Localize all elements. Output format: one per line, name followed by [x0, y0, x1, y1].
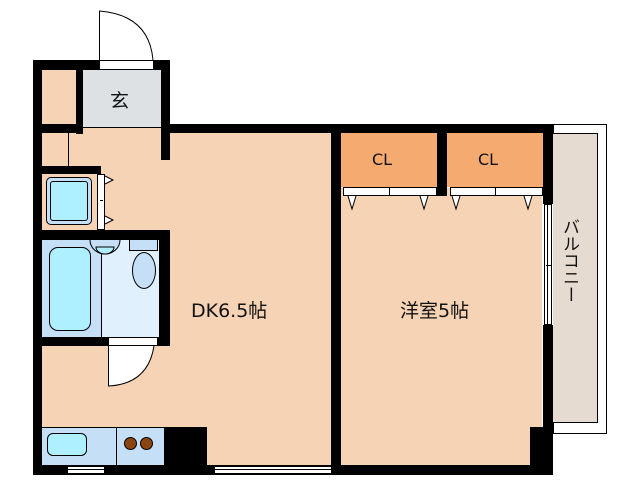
stove-burner-icon: [140, 437, 153, 450]
washer-door-marker-icon: [104, 175, 115, 225]
wall-storage-bottom: [33, 124, 83, 133]
kitchen-window[interactable]: [68, 466, 104, 474]
dk-window[interactable]: [215, 466, 331, 474]
entrance-step-line: [83, 127, 161, 128]
closet-door-markers-icon: [347, 195, 533, 211]
closet-1-floor: [341, 133, 437, 187]
wash-basin-icon: [89, 239, 121, 255]
closet-2-label: CL: [478, 150, 499, 169]
wall-bath-right: [159, 230, 170, 346]
closet-1-door-split: [389, 187, 390, 196]
wall-entrance-right: [161, 60, 170, 160]
closet-2-door[interactable]: [450, 187, 543, 196]
closet-1-door[interactable]: [343, 187, 437, 196]
washing-machine-inner: [50, 181, 88, 221]
balcony-window-handle: [546, 265, 551, 266]
entrance-floor: [83, 70, 161, 128]
wall-top-main: [161, 124, 553, 133]
wall-dk-western: [331, 124, 341, 475]
wall-kitchen-block: [164, 427, 207, 475]
balcony-label: バルコニー: [559, 218, 579, 303]
storage-line: [68, 133, 69, 166]
wall-right-corner: [530, 427, 553, 475]
wall-right-bottom: [543, 325, 553, 475]
closet-2-floor: [447, 133, 543, 187]
kitchen-sink-icon: [47, 433, 87, 456]
stove-burner-icon: [124, 437, 137, 450]
wall-left: [33, 60, 42, 475]
entrance-label: 玄: [110, 90, 130, 112]
dk-label: DK6.5帖: [191, 300, 268, 322]
kitchen-window-line: [68, 469, 104, 470]
balcony-window-line: [547, 204, 548, 325]
western-room-label: 洋室5帖: [400, 300, 470, 322]
wall-storage-right: [76, 60, 83, 134]
entrance-door-opening[interactable]: [99, 60, 154, 70]
dk-window-line: [215, 469, 331, 470]
balcony-window[interactable]: [544, 204, 552, 325]
wall-bath-bottom: [33, 337, 170, 346]
toilet-bowl-icon: [132, 252, 156, 289]
bathtub-icon: [49, 247, 91, 331]
wall-closet-divider: [437, 124, 447, 196]
western-room-floor: [340, 188, 542, 465]
balcony-floor: [553, 133, 598, 423]
washer-nook-door[interactable]: [97, 174, 105, 230]
bathroom-door-swing-icon: [108, 345, 155, 387]
counter-divider: [116, 427, 117, 465]
entrance-door-swing-icon: [99, 10, 154, 61]
storage-floor: [42, 70, 76, 124]
door-handle: [100, 200, 103, 201]
wall-bath-top: [33, 230, 170, 240]
closet-1-label: CL: [372, 150, 393, 169]
wall-right-top: [543, 124, 553, 204]
toilet-tank-icon: [129, 240, 158, 251]
wall-washer-top: [33, 166, 101, 174]
closet-2-door-split: [495, 187, 496, 196]
bathroom-door-opening[interactable]: [108, 337, 158, 346]
